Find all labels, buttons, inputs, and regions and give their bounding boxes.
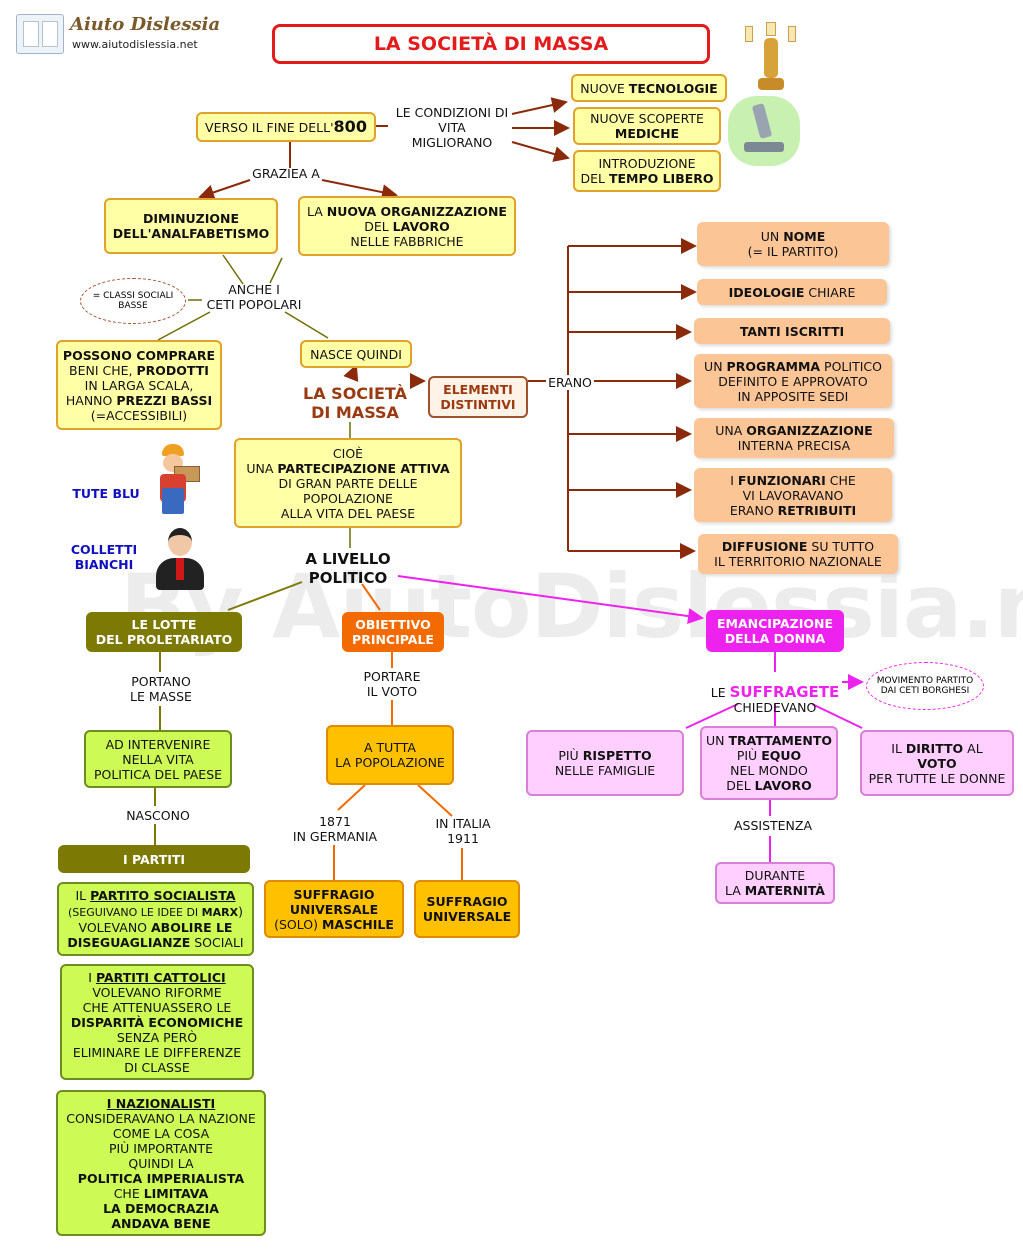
element-ideologie: IDEOLOGIE CHIARE [697,279,887,305]
note-classi-basse: = CLASSI SOCIALI BASSE [80,278,186,324]
page-title: LA SOCIETÀ DI MASSA [272,24,710,64]
label-ceti-popolari: ANCHE I CETI POPOLARI [206,282,302,312]
element-iscritti: TANTI ISCRITTI [694,318,890,344]
label-grazie: GRAZIEA A [252,166,320,181]
box-scoperte: NUOVE SCOPERTE MEDICHE [573,107,721,145]
box-tecnologie: NUOVE TECNOLOGIE [571,74,727,102]
label-colletti-bianchi: COLLETTI BIANCHI [70,542,138,572]
logo-url: www.aiutodislessia.net [72,38,198,51]
element-nome: UN NOME (= IL PARTITO) [697,222,889,266]
worker-icon [150,442,202,516]
box-i-partiti: I PARTITI [58,845,250,873]
box-suffragio-maschile: SUFFRAGIO UNIVERSALE (SOLO) MASCHILE [264,880,404,938]
label-a-livello-politico: A LIVELLO POLITICO [305,550,391,587]
candelabra-icon [740,18,802,96]
label-nascono: NASCONO [126,808,190,823]
box-analfabetismo: DIMINUZIONE DELL'ANALFABETISMO [104,198,278,254]
box-maternita: DURANTE LA MATERNITÀ [715,862,835,904]
box-suffragio-universale: SUFFRAGIO UNIVERSALE [414,880,520,938]
element-funzionari: I FUNZIONARI CHE VI LAVORAVANO ERANO RET… [694,468,892,522]
label-germania: 1871 IN GERMANIA [292,814,378,844]
microscope-icon [728,96,800,166]
box-emancipazione-donna: EMANCIPAZIONE DELLA DONNA [706,610,844,652]
box-partiti-cattolici: I PARTITI CATTOLICI VOLEVANO RIFORME CHE… [60,964,254,1080]
label-erano: ERANO [546,375,594,390]
box-tempo-libero: INTRODUZIONE DEL TEMPO LIBERO [573,150,721,192]
box-partito-socialista: IL PARTITO SOCIALISTA (SEGUIVANO LE IDEE… [57,882,254,956]
label-assistenza: ASSISTENZA [733,818,813,833]
logo[interactable]: Aiuto Dislessia www.aiutodislessia.net [16,12,220,58]
label-tute-blu: TUTE BLU [72,486,140,501]
box-intervenire: AD INTERVENIRE NELLA VITA POLITICA DEL P… [84,730,232,788]
label-societa-di-massa: LA SOCIETÀ DI MASSA [303,384,407,422]
label-italia: IN ITALIA 1911 [435,816,491,846]
element-programma: UN PROGRAMMA POLITICO DEFINITO E APPROVA… [694,354,892,408]
box-trattamento-equo: UN TRATTAMENTO PIÙ EQUO NEL MONDO DEL LA… [700,726,838,800]
box-lotte-proletariato: LE LOTTE DEL PROLETARIATO [86,612,242,652]
logo-name: Aiuto Dislessia [70,14,221,35]
box-nasce-quindi: NASCE QUINDI [300,340,412,368]
box-verso-800: VERSO IL FINE DELL'800 [196,112,376,142]
box-tutta-popolazione: A TUTTA LA POPOLAZIONE [326,725,454,785]
box-partecipazione-attiva: CIOÈ UNA PARTECIPAZIONE ATTIVA DI GRAN P… [234,438,462,528]
box-possono-comprare: POSSONO COMPRARE BENI CHE, PRODOTTI IN L… [56,340,222,430]
businessman-icon [152,528,208,592]
label-portano: PORTANO LE MASSE [130,674,192,704]
box-piu-rispetto: PIÙ RISPETTO NELLE FAMIGLIE [526,730,684,796]
element-diffusione: DIFFUSIONE SU TUTTO IL TERRITORIO NAZION… [698,534,898,574]
label-portare-voto: PORTARE IL VOTO [363,669,421,699]
box-diritto-voto: IL DIRITTO AL VOTO PER TUTTE LE DONNE [860,730,1014,796]
book-icon [16,14,64,54]
note-movimento: MOVIMENTO PARTITO DAI CETI BORGHESI [866,662,984,710]
box-elementi-distintivi: ELEMENTI DISTINTIVI [428,376,528,418]
box-organizzazione-lavoro: LA NUOVA ORGANIZZAZIONE DEL LAVORO NELLE… [298,196,516,256]
label-suffragete: LE SUFFRAGETE CHIEDEVANO [710,683,840,716]
label-condizioni: LE CONDIZIONI DI VITA MIGLIORANO [395,105,509,150]
box-obiettivo-principale: OBIETTIVO PRINCIPALE [342,612,444,652]
box-nazionalisti: I NAZIONALISTI CONSIDERAVANO LA NAZIONE … [56,1090,266,1236]
element-organizzazione: UNA ORGANIZZAZIONE INTERNA PRECISA [694,418,894,458]
